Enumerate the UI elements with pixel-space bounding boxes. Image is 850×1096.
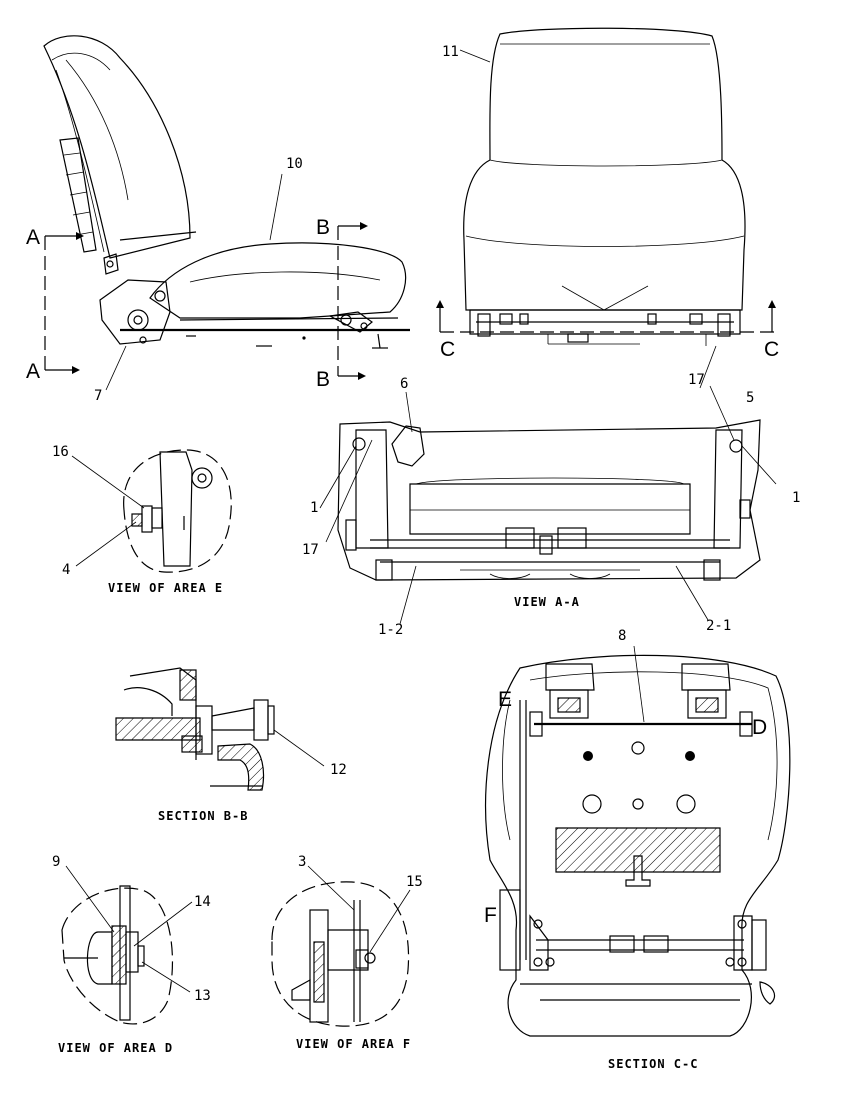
caption-section-c-c: SECTION C-C	[608, 1057, 698, 1071]
caption-view-area-e: VIEW OF AREA E	[108, 581, 223, 595]
area-letter-d: D	[752, 716, 767, 739]
section-letter-a-top: A	[26, 226, 40, 249]
view-area-e-drawing	[123, 449, 232, 573]
leader-lines	[65, 49, 777, 993]
section-letter-c-left: C	[440, 338, 455, 361]
callout-15: 15	[406, 874, 423, 890]
caption-view-a-a: VIEW A-A	[514, 595, 580, 609]
callout-4: 4	[62, 562, 70, 578]
callout-8: 8	[618, 628, 626, 644]
callout-5: 5	[746, 390, 754, 406]
callout-1-2: 1-2	[378, 622, 403, 638]
callout-17-left: 17	[302, 542, 319, 558]
callout-1-right: 1	[792, 490, 800, 506]
callout-6: 6	[400, 376, 408, 392]
callout-9: 9	[52, 854, 60, 870]
callout-17-right: 17	[688, 372, 705, 388]
caption-view-area-f: VIEW OF AREA F	[296, 1037, 411, 1051]
callout-2-1: 2-1	[706, 618, 731, 634]
area-letter-f: F	[484, 904, 497, 927]
callout-12: 12	[330, 762, 347, 778]
section-letter-b-top: B	[316, 216, 330, 239]
callout-11: 11	[442, 44, 459, 60]
view-area-f-drawing	[271, 881, 410, 1027]
section-line-b-b	[337, 222, 368, 380]
section-letter-a-bottom: A	[26, 360, 40, 383]
front-view-drawing	[463, 27, 746, 346]
callout-3: 3	[298, 854, 306, 870]
callout-1-left: 1	[310, 500, 318, 516]
section-letter-c-right: C	[764, 338, 779, 361]
callout-7: 7	[94, 388, 102, 404]
caption-section-b-b: SECTION B-B	[158, 809, 248, 823]
caption-view-area-d: VIEW OF AREA D	[58, 1041, 173, 1055]
side-view-drawing	[43, 35, 410, 349]
view-area-d-drawing	[61, 885, 173, 1025]
callout-10: 10	[286, 156, 303, 172]
view-a-a-drawing	[337, 419, 761, 581]
area-letter-e: E	[498, 688, 512, 711]
section-b-b-drawing	[115, 667, 275, 791]
section-line-a-a	[44, 232, 84, 374]
callout-14: 14	[194, 894, 211, 910]
section-letter-b-bottom: B	[316, 368, 330, 391]
callout-16: 16	[52, 444, 69, 460]
section-c-c-drawing	[485, 654, 791, 1037]
section-line-c-c	[436, 300, 776, 333]
callout-13: 13	[194, 988, 211, 1004]
